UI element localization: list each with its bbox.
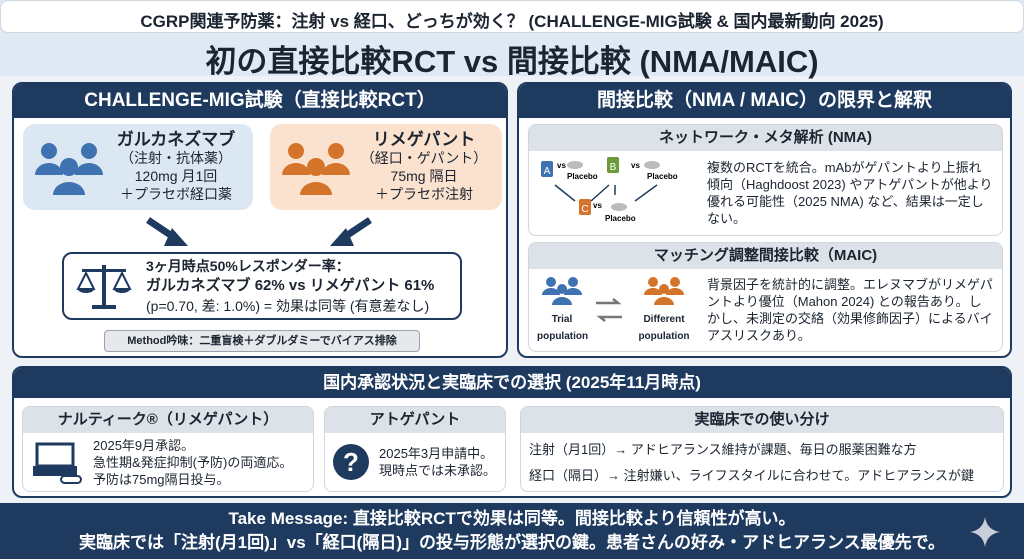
result-box: 3ヶ月時点50%レスポンダー率： ガルカネズマブ 62% vs リメゲパント 6… <box>62 252 462 320</box>
nurtec-title: ナルティーク®（リメゲパント） <box>23 407 313 433</box>
svg-text:Placebo: Placebo <box>605 214 636 223</box>
arrow-down-left-icon <box>330 217 372 246</box>
nma-text: 複数のRCTを統合。mAbがゲパントより上振れ傾向（Haghdoost 2023… <box>707 160 993 226</box>
atogepant-card: アトゲパント ? 2025年3月申請中。現時点では未承認。 <box>324 406 506 492</box>
arm-a-extra: ＋プラセボ経口薬 <box>120 186 232 202</box>
scale-icon <box>76 265 132 309</box>
people-icon <box>35 143 103 195</box>
node-c-label: C <box>581 204 588 215</box>
atogepant-title: アトゲパント <box>325 407 505 433</box>
panel-title: 間接比較（NMA / MAIC）の限界と解釈 <box>519 84 1010 118</box>
header-subtitle: CGRP関連予防薬：注射 vs 経口、どっちが効く？ (CHALLENGE-MI… <box>0 0 1024 33</box>
arm-b-type: （経口・ゲパント） <box>360 150 488 166</box>
different-population-label: Different population <box>638 314 690 342</box>
svg-text:vs: vs <box>557 161 566 170</box>
indirect-comparison-panel: 間接比較（NMA / MAIC）の限界と解釈 ネットワーク・メタ解析 (NMA)… <box>517 82 1012 358</box>
nurtec-line: 2025年9月承認。 <box>93 437 195 453</box>
laptop-pill-icon <box>33 442 82 484</box>
nurtec-card: ナルティーク®（リメゲパント） 2025年9月承認。急性期&発症抑制(予防)の両… <box>22 406 314 492</box>
sparkle-icon <box>970 517 1000 547</box>
arm-b-extra: ＋プラセボ注射 <box>375 186 473 202</box>
people-icon <box>282 143 350 195</box>
arm-a-type: （注射・抗体薬） <box>120 150 232 166</box>
practice-line-injection: 注射（月1回）→ アドヒアランス維持が課題、毎日の服薬困難な方 <box>529 442 917 457</box>
trial-population-icon <box>542 277 582 305</box>
different-population-icon <box>644 277 684 305</box>
maic-card: マッチング調整間接比較（MAIC) Trial population Diffe… <box>528 242 1003 352</box>
svg-text:vs: vs <box>593 201 602 210</box>
nurtec-line: 予防は75mg隔日投与。 <box>93 471 230 487</box>
nma-title: ネットワーク・メタ解析 (NMA) <box>529 125 1002 151</box>
atogepant-line: 2025年3月申請中。 <box>379 446 494 461</box>
maic-title: マッチング調整間接比較（MAIC) <box>529 243 1002 269</box>
arm-b-dose: 75mg 隔日 <box>390 168 458 184</box>
trial-population-label: Trial population <box>537 314 589 342</box>
take-message-line1: Take Message: 直接比較RCTで効果は同等。間接比較より信頼性が高い… <box>228 509 796 528</box>
maic-text: 背景因子を統計的に調整。エレヌマブがリメゲパントより優位（Mahon 2024)… <box>707 277 993 343</box>
question-icon: ? <box>333 444 369 480</box>
arm-a-dose: 120mg 月1回 <box>134 168 218 184</box>
panel-title: 国内承認状況と実臨床での選択 (2025年11月時点) <box>14 368 1010 398</box>
header: CGRP関連予防薬：注射 vs 経口、どっちが効く？ (CHALLENGE-MI… <box>0 0 1024 79</box>
galcanezumab-card: ガルカネズマブ（注射・抗体薬） 120mg 月1回 ＋プラセボ経口薬 <box>23 124 253 210</box>
arrow-down-right-icon <box>146 217 188 246</box>
take-message-footer: Take Message: 直接比較RCTで効果は同等。間接比較より信頼性が高い… <box>0 503 1024 559</box>
take-message-line2: 実臨床では「注射(月1回)」vs「経口(隔日)」の投与形態が選択の鍵。患者さんの… <box>79 533 945 552</box>
atogepant-line: 現時点では未承認。 <box>379 463 497 478</box>
result-line1: 3ヶ月時点50%レスポンダー率： <box>146 258 350 274</box>
rimegepant-card: リメゲパント（経口・ゲパント） 75mg 隔日 ＋プラセボ注射 <box>270 124 502 210</box>
svg-text:Placebo: Placebo <box>567 172 598 181</box>
arm-a-name: ガルカネズマブ <box>116 130 236 149</box>
node-b-label: B <box>610 162 617 173</box>
header-title: 初の直接比較RCT vs 間接比較 (NMA/MAIC) <box>205 44 819 79</box>
challenge-mig-panel: CHALLENGE-MIG試験（直接比較RCT） ガルカネズマブ（注射・抗体薬）… <box>12 82 508 358</box>
svg-text:Placebo: Placebo <box>647 172 678 181</box>
practice-card: 実臨床での使い分け 注射（月1回）→ アドヒアランス維持が課題、毎日の服薬困難な… <box>520 406 1004 492</box>
panel-title: CHALLENGE-MIG試験（直接比較RCT） <box>14 84 506 118</box>
result-line2: ガルカネズマブ 62% vs リメゲパント 61% <box>146 277 435 294</box>
arm-b-name: リメゲパント <box>372 130 476 149</box>
practice-title: 実臨床での使い分け <box>521 407 1003 433</box>
method-note: Method吟味：二重盲検＋ダブルダミーでバイアス排除 <box>104 330 420 352</box>
result-line3: (p=0.70, 差: 1.0%) = 効果は同等 (有意差なし) <box>146 298 430 314</box>
swap-arrows-icon <box>596 298 622 322</box>
node-a-label: A <box>544 166 551 177</box>
practice-line-oral: 経口（隔日）→ 注射嫌い、ライフスタイルに合わせて。アドヒアランスが鍵 <box>529 468 974 483</box>
nurtec-line: 急性期&発症抑制(予防)の両適応。 <box>93 454 293 470</box>
domestic-status-panel: 国内承認状況と実臨床での選択 (2025年11月時点) ナルティーク®（リメゲパ… <box>12 366 1012 498</box>
svg-text:vs: vs <box>631 161 640 170</box>
